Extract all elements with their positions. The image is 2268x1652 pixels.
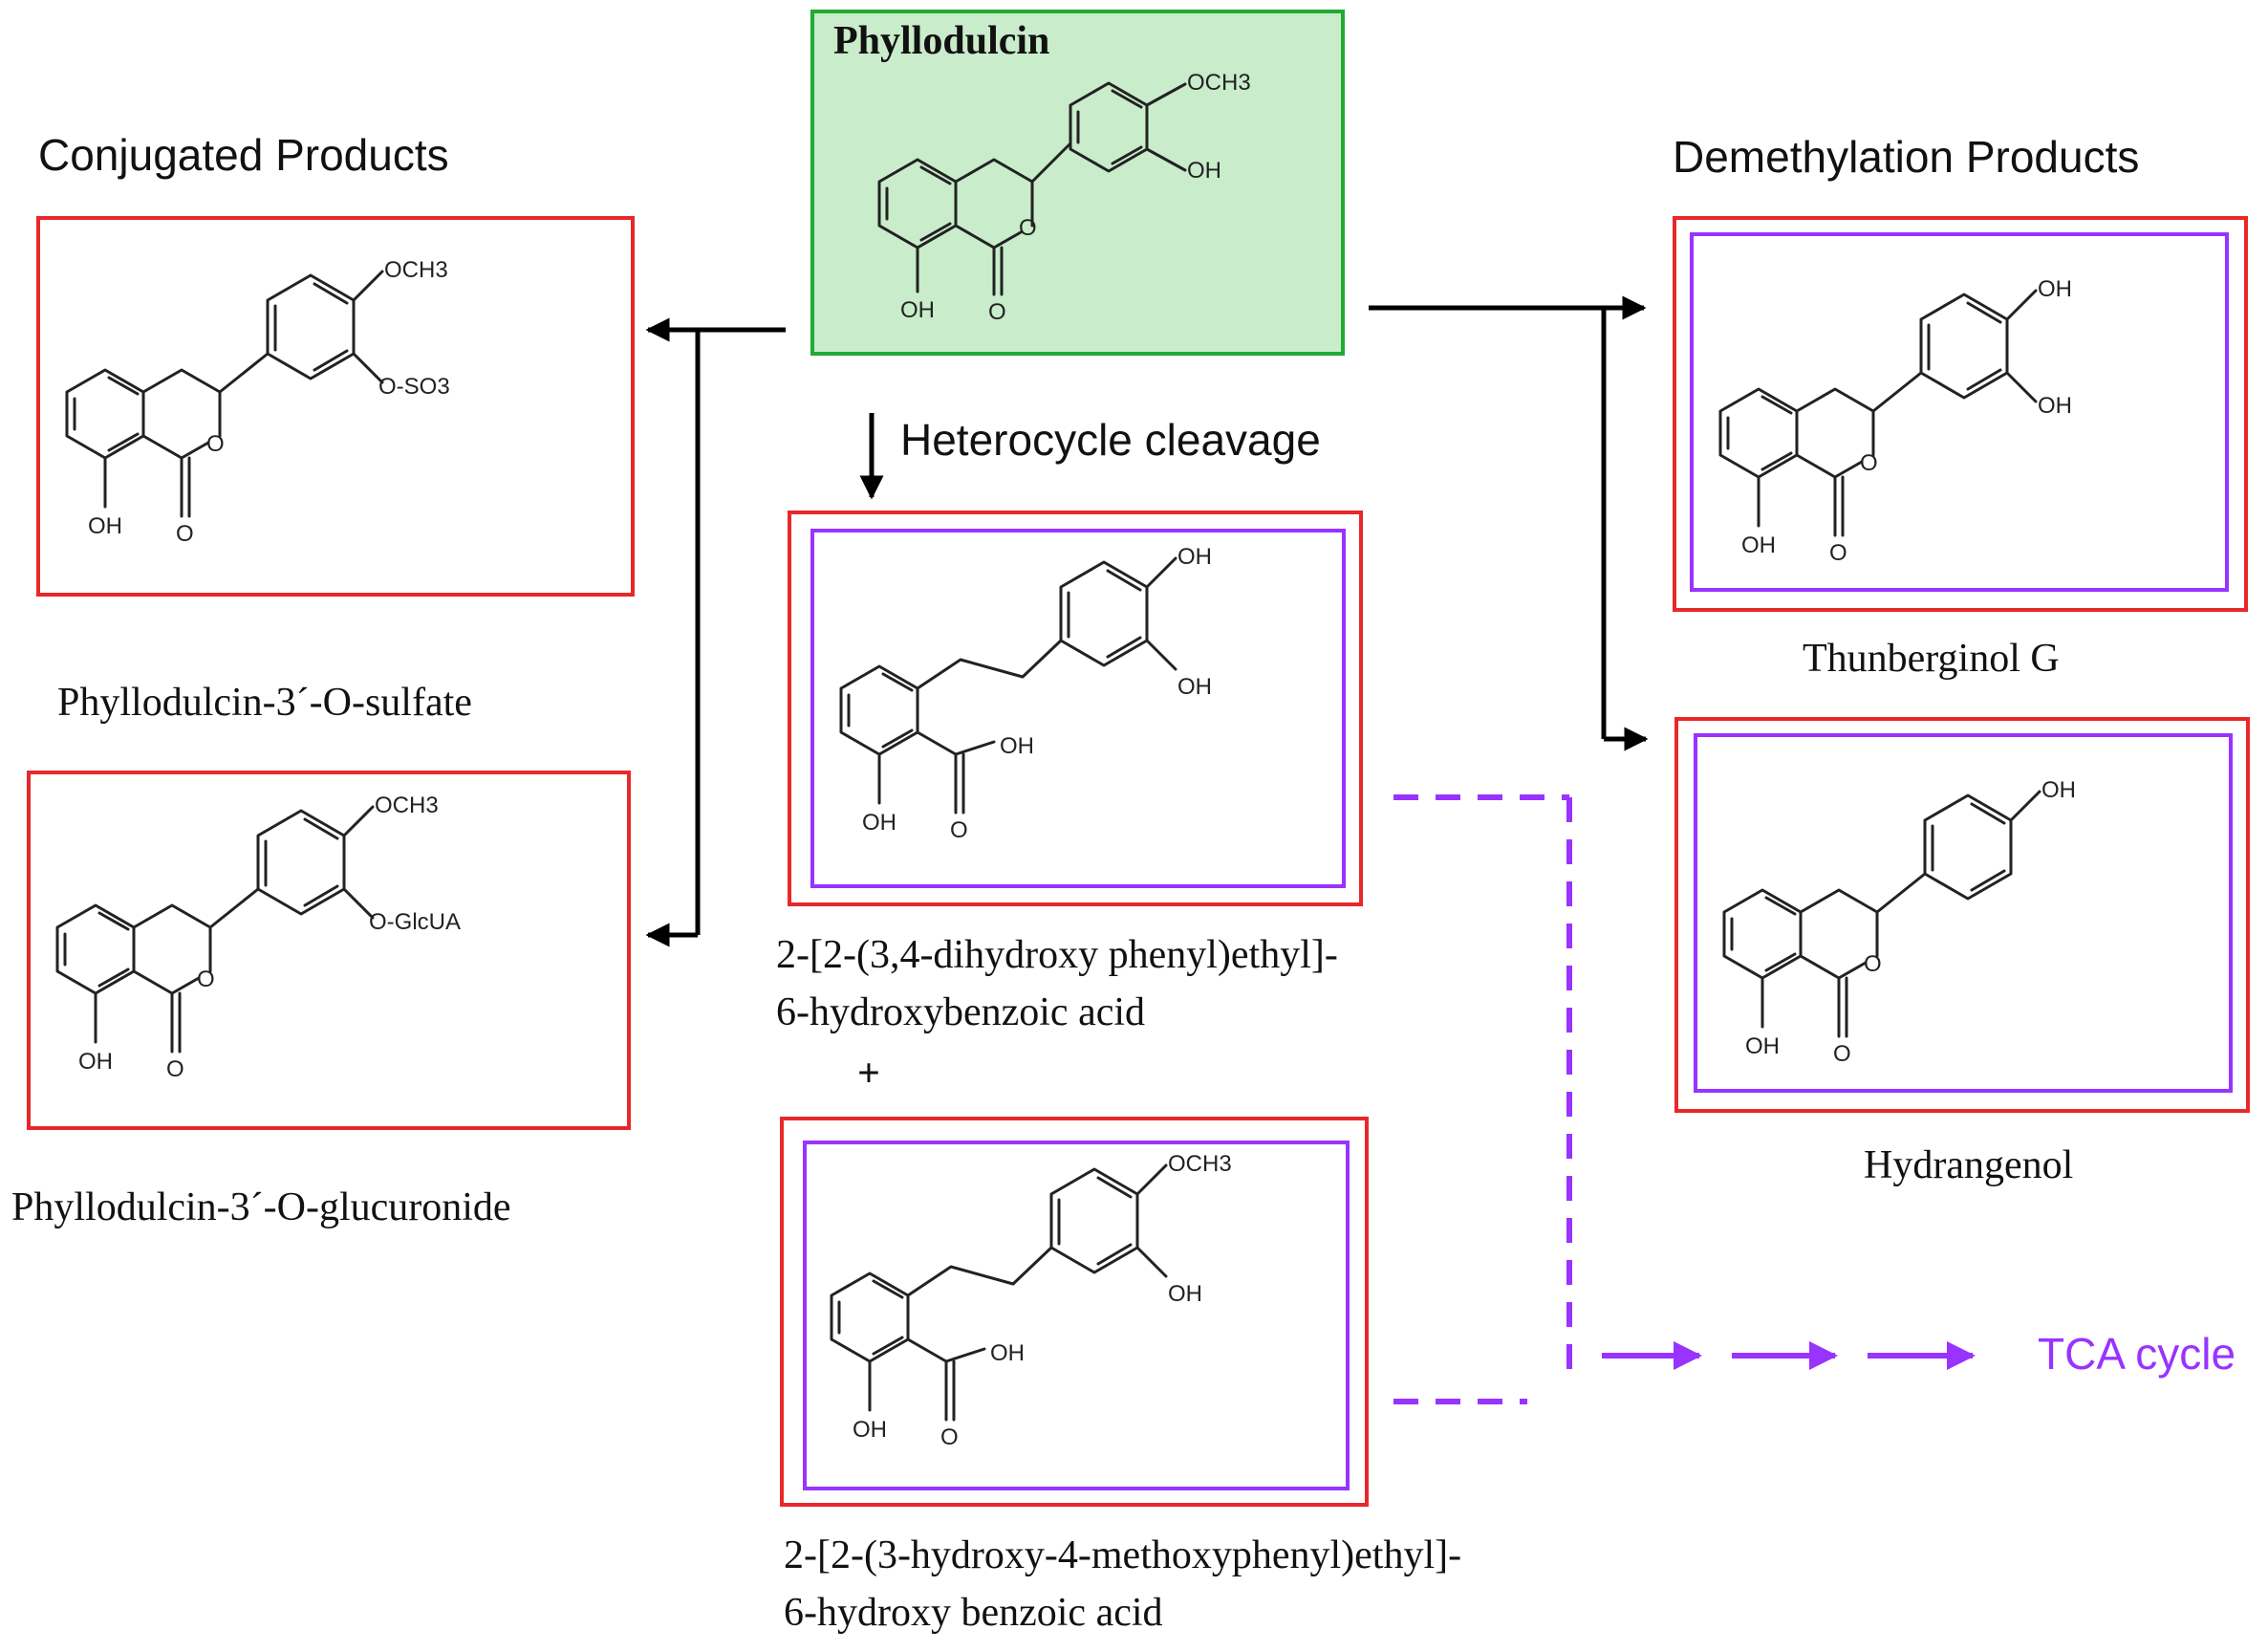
sulfate-o-ring: O (206, 431, 225, 457)
thunberginol-inner-box (1690, 232, 2229, 592)
glucuronide-oh: OH (78, 1049, 113, 1075)
acid2-och3: OCH3 (1168, 1151, 1232, 1177)
phyllodulcin-o-ring: O (1019, 215, 1037, 241)
tca-cycle-label: TCA cycle (2038, 1329, 2236, 1379)
glucuronide-och3: OCH3 (375, 793, 439, 818)
phyllodulcin-box (810, 10, 1345, 356)
tca-connector (1393, 794, 1572, 1404)
acid2-oh: OH (853, 1417, 887, 1443)
thunberginol-oh-para: OH (2038, 276, 2072, 302)
phyllodulcin-oh-ring: OH (1187, 158, 1221, 184)
hydrangenol-oh: OH (1745, 1033, 1780, 1059)
hydrangenol-label: Hydrangenol (1864, 1143, 2073, 1187)
hydrangenol-outer-box (1674, 717, 2250, 1113)
acid1-inner-box (810, 529, 1346, 888)
sulfate-och3: OCH3 (384, 257, 448, 283)
glucuronide-node: OCH3 O-GlcUA O O OH (27, 771, 631, 1130)
acid2-o-carbonyl: O (940, 1424, 959, 1450)
thunberginol-oh-meta: OH (2038, 393, 2072, 419)
phyllodulcin-structure: OCH3 OH O O OH (877, 70, 1251, 325)
glucuronide-label: Phyllodulcin-3´-O-glucuronide (11, 1185, 511, 1229)
acid2-inner-box (803, 1141, 1350, 1490)
thunberginol-o-ring: O (1860, 450, 1878, 476)
thunberginol-node: OH OH O O OH (1673, 216, 2248, 612)
thunberginol-outer-box (1673, 216, 2248, 612)
hydrangenol-oh-para: OH (2041, 777, 2076, 803)
acid1-o-carbonyl: O (950, 817, 968, 843)
glucuronide-o-ring: O (197, 967, 215, 992)
sulfate-box (36, 216, 635, 597)
phyllodulcin-title: Phyllodulcin (833, 19, 1049, 63)
phyllodulcin-o-carbonyl: O (988, 299, 1006, 325)
acid2-cooh-oh: OH (990, 1340, 1025, 1366)
glucuronide-o-carbonyl: O (166, 1056, 184, 1082)
phyllodulcin-oh: OH (900, 297, 935, 323)
cleavage-label: Heterocycle cleavage (900, 415, 1321, 465)
acid1-cooh-oh: OH (1000, 733, 1034, 759)
acid1-label-line1: 2-[2-(3,4-dihydroxy phenyl)ethyl]- (776, 933, 1338, 977)
acid1-oh: OH (862, 810, 896, 836)
acid2-outer-box (780, 1117, 1369, 1507)
acid2-node: OCH3 OH OH O OH (780, 1117, 1369, 1507)
glucuronide-substituent: O-GlcUA (369, 909, 461, 935)
hydrangenol-o-carbonyl: O (1833, 1041, 1851, 1067)
acid1-oh-meta: OH (1177, 674, 1212, 700)
hydrangenol-node: OH O O OH (1674, 717, 2250, 1113)
acid1-oh-para: OH (1177, 544, 1212, 570)
acid1-label-line2: 6-hydroxybenzoic acid (776, 990, 1145, 1034)
plus-sign: + (857, 1052, 880, 1096)
conjugated-heading: Conjugated Products (38, 130, 449, 180)
acid1-outer-box (788, 511, 1363, 906)
demethylation-heading: Demethylation Products (1673, 132, 2139, 182)
acid2-label-line2: 6-hydroxy benzoic acid (784, 1591, 1163, 1635)
phyllodulcin-och3: OCH3 (1187, 70, 1251, 96)
sulfate-oh: OH (88, 513, 122, 539)
hydrangenol-inner-box (1694, 733, 2233, 1093)
thunberginol-o-carbonyl: O (1829, 540, 1847, 566)
acid2-oh-meta: OH (1168, 1281, 1202, 1307)
sulfate-substituent: O-SO3 (378, 374, 450, 400)
sulfate-node: OCH3 O-SO3 O O OH (36, 216, 635, 597)
acid1-node: OH OH OH O OH (788, 511, 1363, 906)
sulfate-o-carbonyl: O (176, 521, 194, 547)
arrows-conjugation (645, 317, 786, 947)
acid2-label-line1: 2-[2-(3-hydroxy-4-methoxyphenyl)ethyl]- (784, 1533, 1461, 1577)
hydrangenol-o-ring: O (1864, 951, 1882, 977)
thunberginol-label: Thunberginol G (1803, 637, 2060, 681)
arrows-demethylation (1369, 295, 1649, 751)
phyllodulcin-node: Phyllodulcin OCH3 OH O O OH (810, 10, 1345, 356)
thunberginol-oh: OH (1741, 533, 1776, 558)
sulfate-label: Phyllodulcin-3´-O-sulfate (57, 681, 472, 725)
